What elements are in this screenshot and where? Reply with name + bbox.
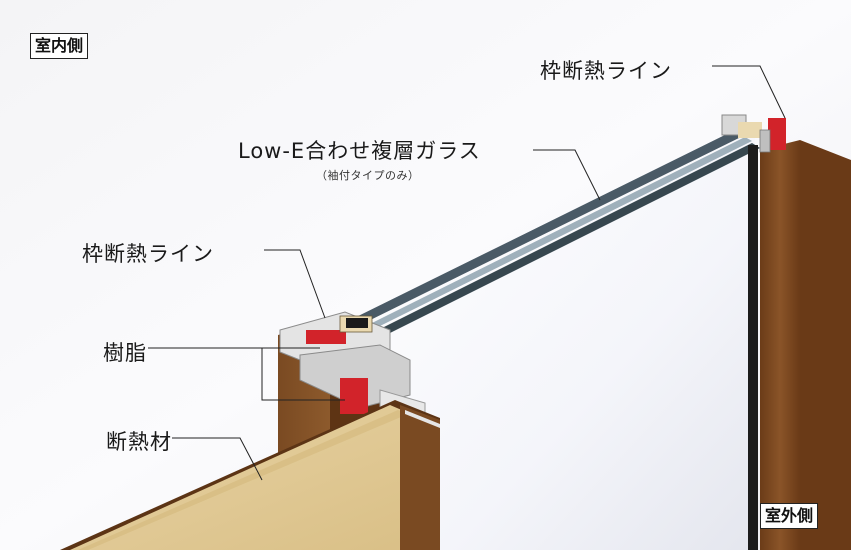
outdoor-label: 室外側 [760,503,819,529]
frame-insulation-label-top: 枠断熱ライン [540,59,672,83]
wood-frame-right [760,140,800,550]
glass-note-label: （袖付タイプのみ） [316,169,420,182]
leader-insulation [172,437,263,481]
leader-resin-lower [148,347,345,401]
insulation-foam-edge [78,410,408,550]
leader-glass [533,149,601,201]
wood-frame-right-side [800,140,851,550]
glass-bead-left [346,318,368,328]
leader-frame-insulation-top [712,65,786,119]
insulation-label: 断熱材 [106,430,172,454]
leader-frame-insulation-left [264,249,326,319]
glass-pane [370,130,755,550]
door-skin-front [400,405,440,550]
glass-edge-outer [340,130,745,330]
door-edge-alu [405,410,440,428]
indoor-label: 室内側 [30,33,89,59]
frame-profile-top-foam [738,122,762,138]
glass-label: Low-E合わせ複層ガラス [238,139,481,163]
resin-profile-top [768,118,786,150]
frame-profile-top-metal [759,129,771,153]
frame-insulation-label-left: 枠断熱ライン [82,242,214,266]
glass-edge-gap [352,137,752,337]
glass-edge-inner [360,143,760,344]
gasket-right [748,145,758,550]
resin-profile-left-upper [306,330,346,344]
resin-label: 樹脂 [103,341,147,365]
resin-profile-left-lower [340,378,368,414]
